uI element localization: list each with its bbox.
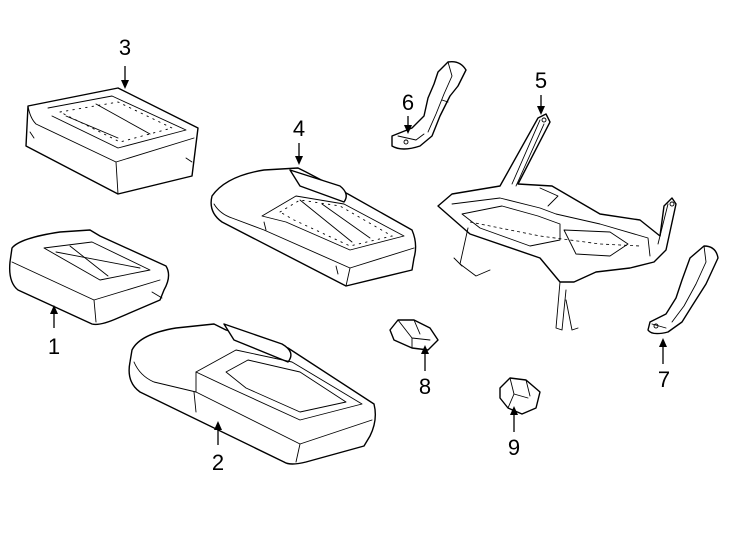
- part-6-hinge-cover[interactable]: [391, 60, 467, 150]
- callout-leader-1: [50, 305, 58, 328]
- callout-leader-9: [510, 406, 518, 432]
- callout-leader-5: [537, 95, 545, 115]
- part-5-seat-frame[interactable]: [437, 113, 677, 331]
- callout-5: 5: [535, 68, 547, 93]
- part-8-clip-cover[interactable]: [389, 319, 439, 351]
- part-3-seat-cushion-pad[interactable]: [25, 87, 199, 195]
- callout-2: 2: [212, 450, 224, 475]
- callout-1: 1: [48, 334, 60, 359]
- callout-8: 8: [419, 374, 431, 399]
- part-9-clip-cover[interactable]: [499, 377, 541, 415]
- callout-leader-7: [659, 338, 667, 364]
- callout-3: 3: [119, 35, 131, 60]
- callout-leader-6: [404, 116, 412, 134]
- part-7-side-trim[interactable]: [647, 245, 719, 335]
- part-1-seat-cushion[interactable]: [8, 229, 170, 326]
- callout-leader-3: [121, 66, 129, 89]
- callout-6: 6: [402, 90, 414, 115]
- callout-leader-2: [214, 421, 222, 445]
- callout-leader-4: [295, 143, 303, 165]
- part-4-seat-cushion-pad[interactable]: [210, 167, 417, 287]
- callout-leader-8: [421, 345, 429, 371]
- part-2-seat-cushion[interactable]: [128, 323, 377, 465]
- callout-7: 7: [658, 367, 670, 392]
- callout-4: 4: [293, 116, 305, 141]
- callout-9: 9: [508, 435, 520, 460]
